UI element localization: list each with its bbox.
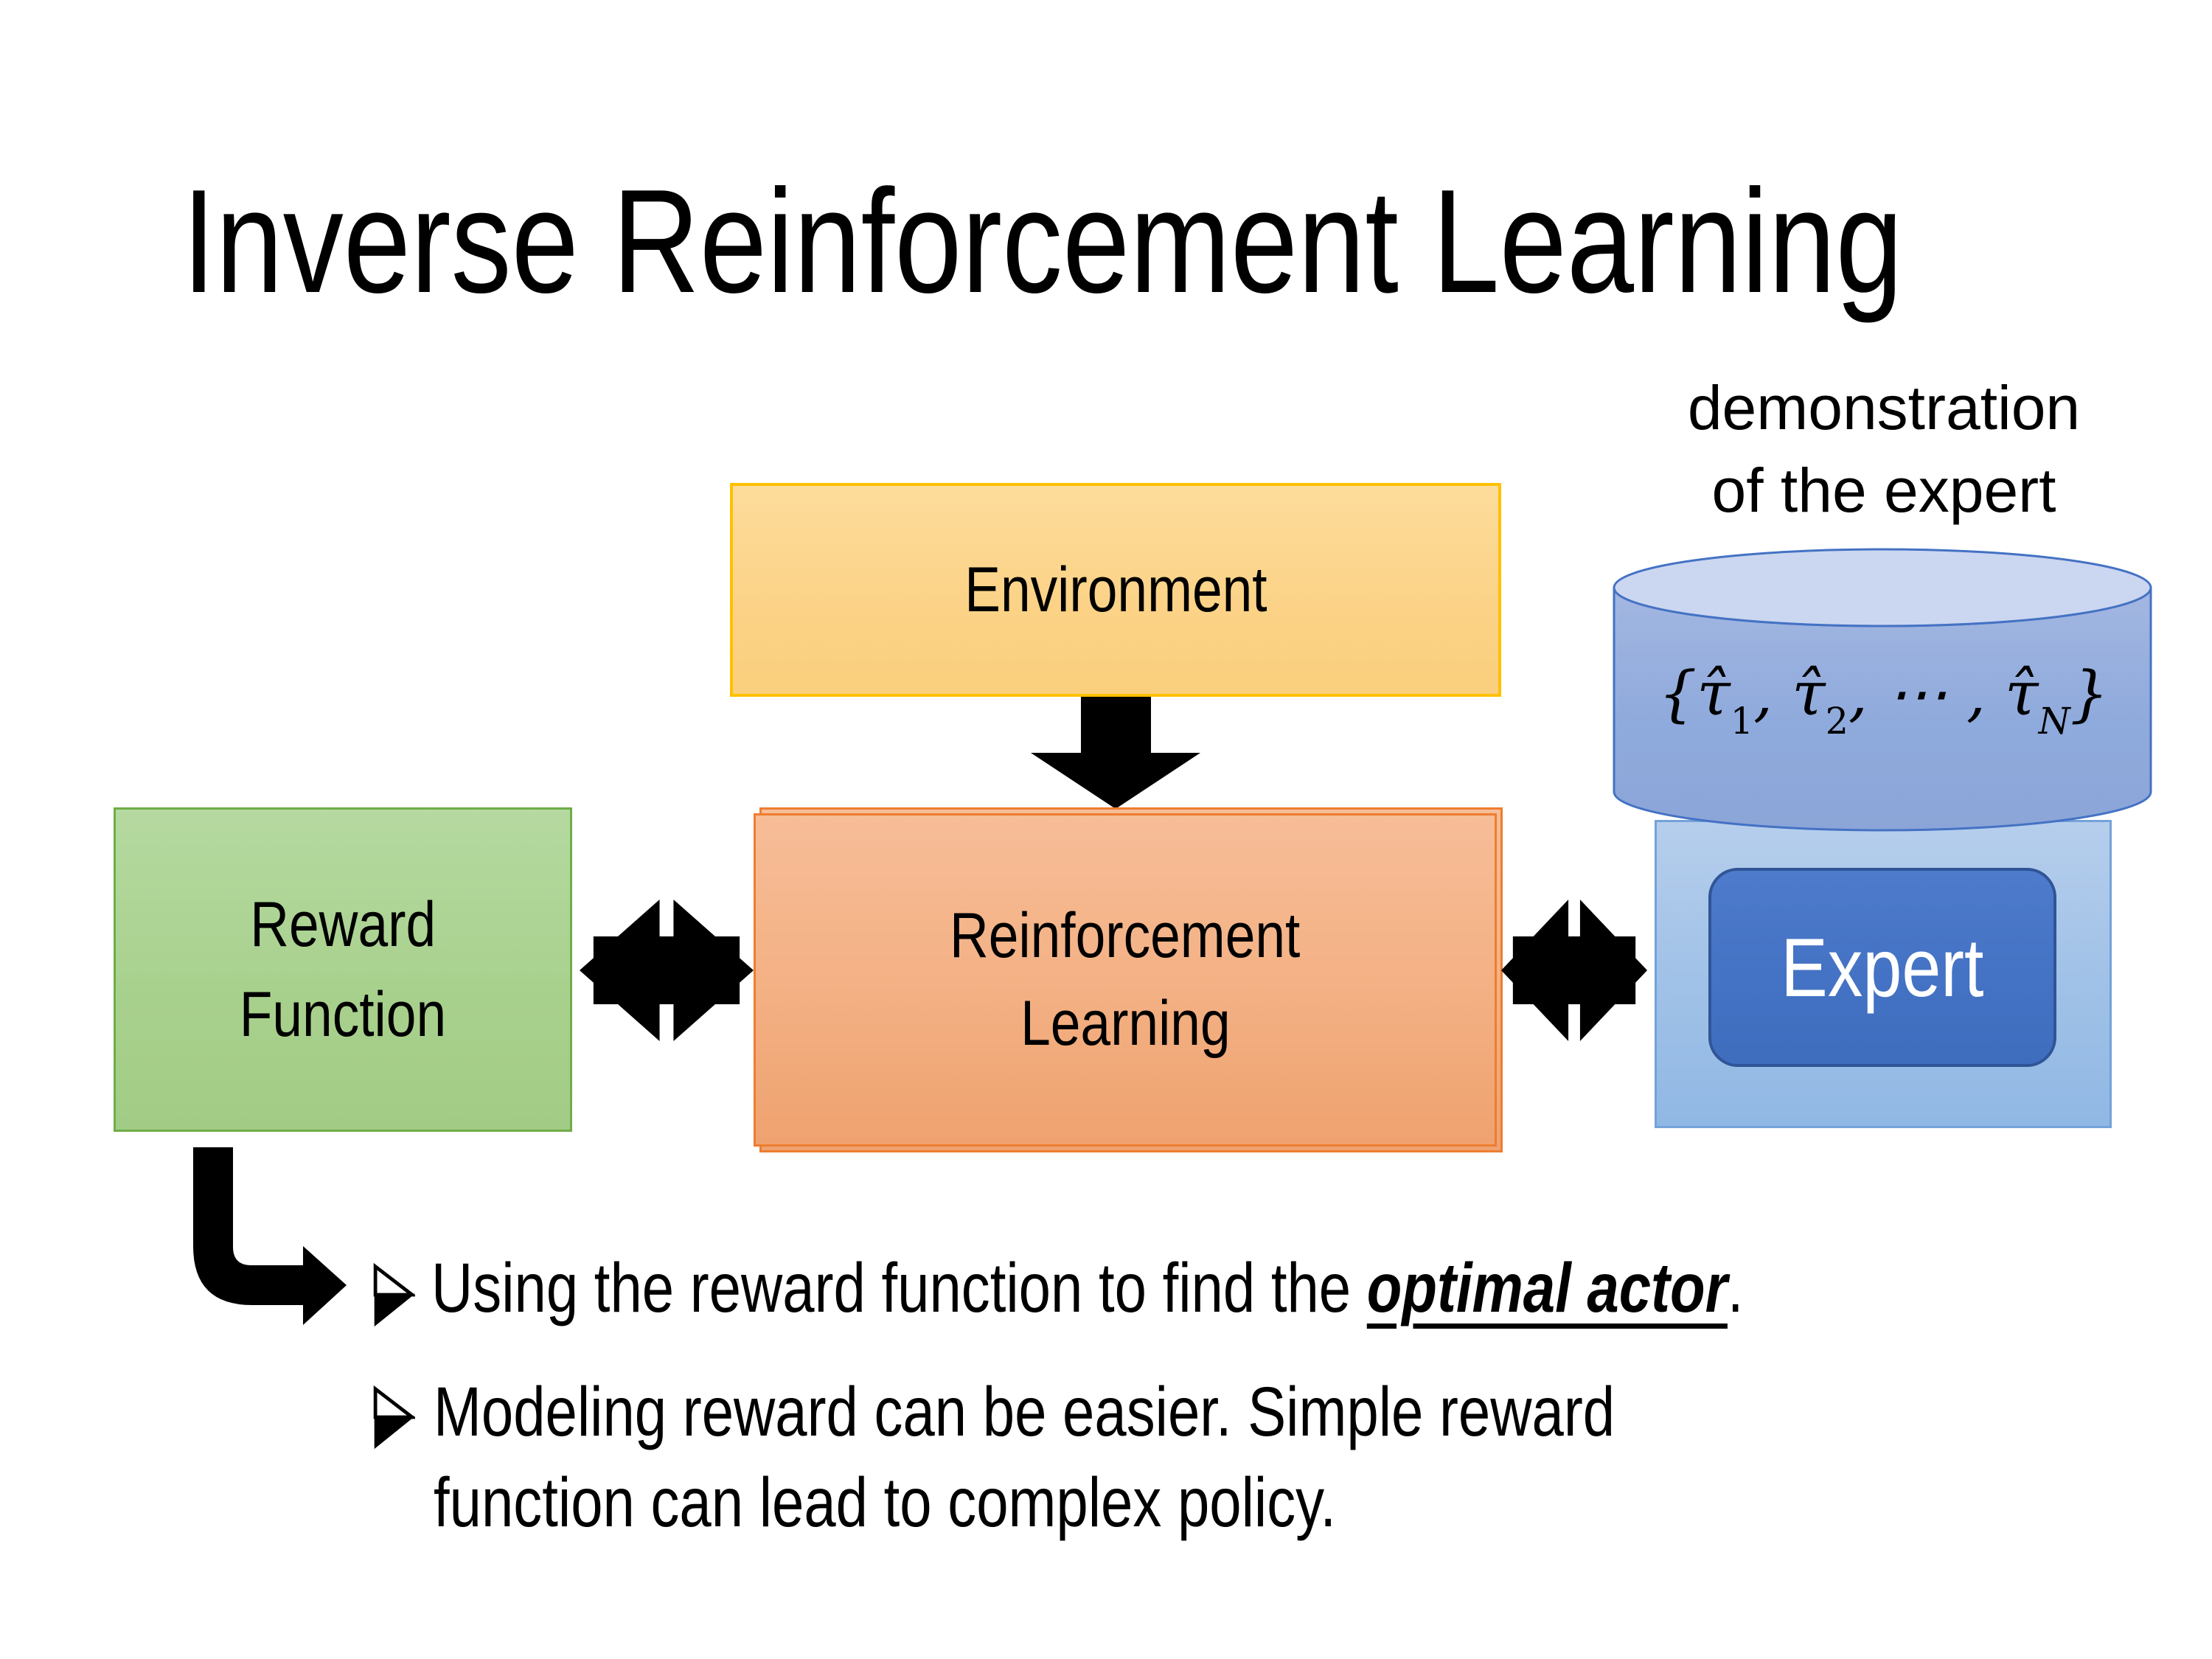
bullet-1-period: . — [1727, 1249, 1744, 1327]
expert-label: Expert — [1781, 921, 1984, 1014]
environment-label: Environment — [964, 554, 1267, 625]
formula-open: {τ̂ — [1658, 659, 1731, 729]
reinforcement-learning-box: Reinforcement Learning — [754, 813, 1497, 1147]
double-arrow-right-icon — [1501, 900, 1647, 1041]
reinforcement-learning-label-line1: Reinforcement — [950, 900, 1301, 972]
bullet-2-content: Modeling reward can be easier. Simple re… — [434, 1367, 1615, 1548]
formula-sub-n: N — [2038, 700, 2070, 743]
trajectory-set-formula: {τ̂1, τ̂2, ⋯ , τ̂N} — [1612, 658, 2155, 742]
elbow-arrow-icon — [193, 1147, 347, 1325]
bullet-2-line-1: Modeling reward can be easier. Simple re… — [434, 1373, 1615, 1451]
bullet-2-text: Modeling reward can be easier. Simple re… — [434, 1367, 1874, 1548]
reinforcement-learning-label-line2: Learning — [1020, 988, 1231, 1059]
annotation-demonstration: demonstration of the expert — [1618, 367, 2149, 532]
double-arrow-left-icon — [580, 900, 754, 1041]
formula-close: } — [2070, 659, 2109, 729]
formula-mid-2: , ⋯ , τ̂ — [1848, 659, 2039, 729]
environment-box: Environment — [730, 483, 1501, 697]
reward-function-label-line2: Function — [239, 979, 447, 1050]
formula-sub-2: 2 — [1825, 700, 1848, 743]
annotation-line-2: of the expert — [1711, 455, 2056, 525]
bullet-1-content: Using the reward function to find the op… — [431, 1245, 1744, 1332]
formula-mid-1: , τ̂ — [1753, 659, 1826, 729]
bullet-2-line-2: function can lead to complex policy. — [434, 1463, 1337, 1542]
expert-box: Expert — [1708, 868, 2056, 1067]
reward-function-label-line1: Reward — [250, 888, 436, 960]
demonstrations-cylinder-icon — [1613, 548, 2152, 832]
reward-function-box: Reward Function — [114, 807, 572, 1132]
bullet-2-marker-icon — [373, 1385, 415, 1450]
bullet-1-pre: Using the reward function to find the — [431, 1249, 1367, 1327]
annotation-line-1: demonstration — [1687, 373, 2081, 442]
page-title: Inverse Reinforcement Learning — [182, 168, 2212, 316]
bullet-1-text: Using the reward function to find the op… — [431, 1245, 2031, 1332]
bullet-1-emphasis: optimal actor — [1366, 1249, 1728, 1327]
page-title-text: Inverse Reinforcement Learning — [182, 159, 1903, 324]
formula-sub-1: 1 — [1730, 700, 1754, 743]
down-arrow-icon — [1031, 697, 1200, 809]
bullet-1-marker-icon — [373, 1262, 415, 1327]
